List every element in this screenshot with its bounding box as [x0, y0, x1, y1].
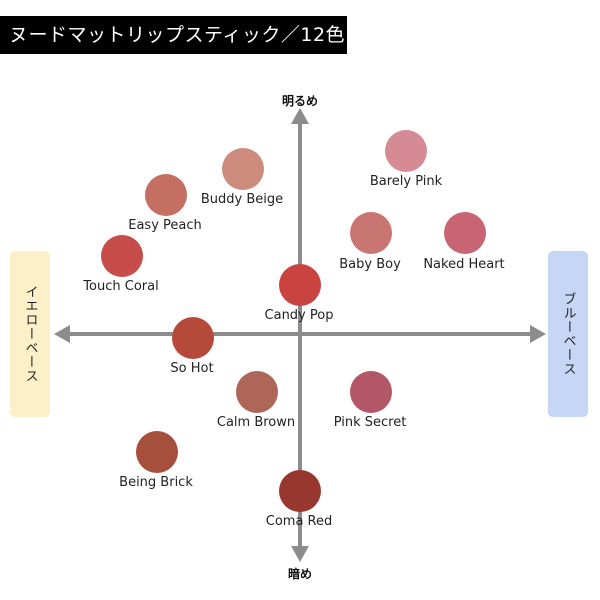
lipstick-swatch [236, 371, 278, 413]
swatch-label: Candy Pop [264, 308, 334, 323]
swatch-label: So Hot [170, 361, 214, 376]
swatch-label: Easy Peach [128, 218, 202, 233]
lipstick-swatch [385, 130, 427, 172]
swatch-label: Buddy Beige [200, 192, 284, 207]
lipstick-swatch [350, 212, 392, 254]
arrow-down-icon [291, 546, 309, 562]
arrow-right-icon [530, 325, 546, 343]
lipstick-swatch [136, 431, 178, 473]
swatch-label: Calm Brown [216, 415, 296, 430]
axis-label-top: 明るめ [281, 94, 319, 108]
swatch-label: Being Brick [119, 475, 193, 490]
swatch-label: Naked Heart [423, 257, 505, 272]
axis-label-bottom: 暗め [287, 567, 313, 581]
arrow-up-icon [291, 108, 309, 124]
arrow-left-icon [54, 325, 70, 343]
page-title: ヌードマットリップスティック／12色 [0, 16, 347, 54]
lipstick-swatch [279, 264, 321, 306]
swatch-label: Touch Coral [83, 279, 159, 294]
swatch-label: Coma Red [265, 514, 333, 529]
swatch-label: Pink Secret [333, 415, 407, 430]
lipstick-swatch [279, 470, 321, 512]
lipstick-swatch [101, 235, 143, 277]
swatch-label: Barely Pink [369, 174, 443, 189]
swatch-label: Baby Boy [339, 257, 401, 272]
blue-base-label: ブルーベース [548, 251, 588, 417]
lipstick-swatch [222, 148, 264, 190]
lipstick-swatch [145, 174, 187, 216]
lipstick-swatch [444, 212, 486, 254]
yellow-base-label: イエローベース [10, 251, 50, 417]
lipstick-swatch [172, 317, 214, 359]
lipstick-swatch [350, 371, 392, 413]
